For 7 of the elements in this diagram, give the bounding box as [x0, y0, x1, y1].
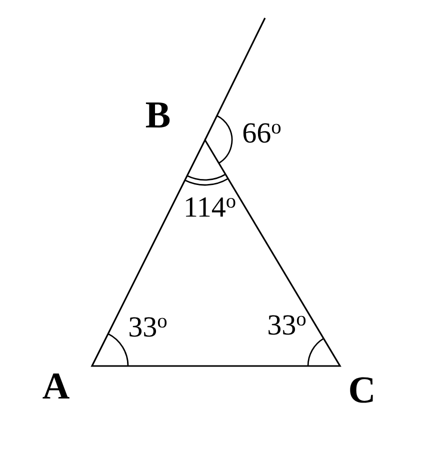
- vertex-label: B: [146, 102, 170, 128]
- vertex-label: A: [42, 373, 70, 399]
- angle-label: 33$^{o}$: [130, 317, 167, 337]
- vertex-label: C: [350, 377, 373, 403]
- angle-label: 114$^{o}$: [186, 197, 236, 217]
- angle-label: 33$^{o}$: [268, 315, 306, 335]
- angle-label: 66$^{o}$: [243, 123, 281, 143]
